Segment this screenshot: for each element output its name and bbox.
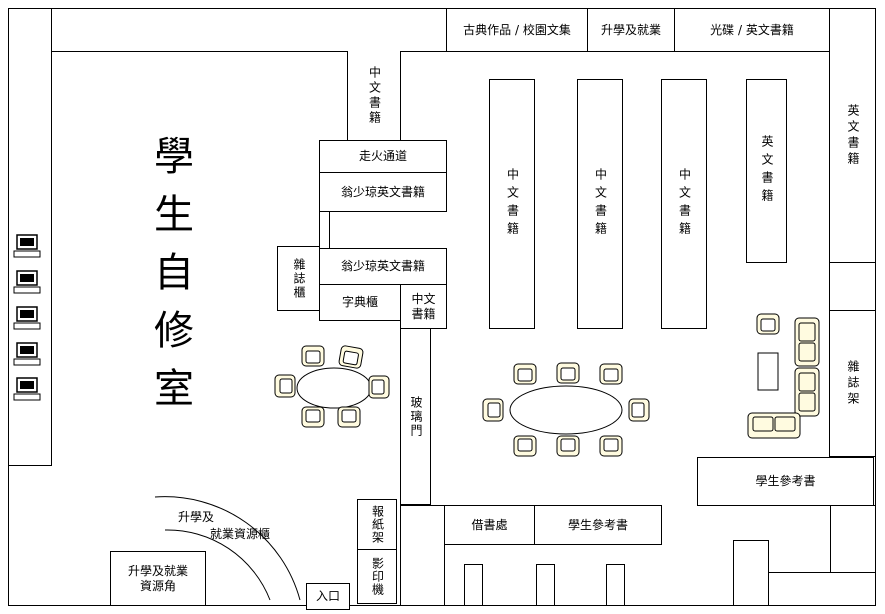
career-cabinet-line1: 升學及 — [178, 510, 215, 524]
cabinet-bottom-right — [830, 505, 876, 573]
chair-icon — [513, 435, 537, 457]
chair-icon — [756, 313, 780, 335]
shelf-weng-english-2: 翁少琼英文書籍 — [319, 248, 447, 285]
shelf-chinese-books-1: 中文書籍 — [489, 79, 535, 329]
photocopier-label: 影印機 — [370, 557, 385, 596]
loan-desk-label: 借書處 — [471, 517, 508, 532]
chair-icon — [301, 406, 325, 428]
shelf-chinese-books-2: 中文書籍 — [577, 79, 623, 329]
study-room-title: 學生自修室 — [152, 128, 196, 418]
post-2 — [536, 564, 555, 606]
entrance-label: 入口 — [315, 589, 340, 603]
shelf-english-books-right-label: 英文書籍 — [846, 103, 860, 168]
photocopier: 影印機 — [357, 549, 397, 604]
shelf-classics-label: 古典作品 / 校園文集 — [463, 22, 571, 37]
chair-icon — [274, 374, 296, 398]
chair-icon — [556, 362, 580, 384]
chair-icon — [513, 363, 537, 385]
newspaper-rack-label: 報紙架 — [370, 505, 385, 544]
career-cabinet-curve-outer — [154, 496, 301, 601]
reading-table-right — [509, 385, 623, 435]
shelf-chinese-books-top-label: 中文書籍 — [367, 65, 382, 126]
shelf-chinese-books-1-label: 中文書籍 — [505, 168, 520, 240]
shelf-english-books-right: 英文書籍 — [829, 8, 876, 263]
chair-icon — [337, 406, 361, 428]
shelf-weng-english-1: 翁少琼英文書籍 — [319, 172, 447, 212]
shelf-weng-english-1-label: 翁少琼英文書籍 — [340, 184, 425, 199]
study-room-title-char: 修 — [154, 308, 194, 354]
chair-icon — [599, 363, 623, 385]
shelf-student-reference-right-label: 學生參考書 — [755, 474, 816, 488]
chair-icon — [556, 435, 580, 457]
side-table — [757, 352, 779, 391]
shelf-student-reference-right: 學生參考書 — [697, 457, 874, 506]
glass-door-label: 玻璃門 — [409, 395, 423, 438]
sofa-icon — [747, 317, 820, 439]
counter-bottom-right — [768, 572, 876, 606]
career-corner-line2: 資源角 — [139, 578, 176, 593]
entrance: 入口 — [306, 583, 350, 610]
cabinet-bottom — [733, 540, 769, 606]
chair-icon — [628, 398, 650, 422]
glass-door: 玻璃門 — [400, 328, 431, 505]
shelf-chinese-books-small: 中文書籍 — [400, 284, 447, 329]
shelf-english-books-center: 英文書籍 — [746, 79, 787, 263]
shelf-chinese-books-3-label: 中文書籍 — [677, 168, 692, 240]
shelf-classics: 古典作品 / 校園文集 — [446, 8, 588, 52]
study-room-title-char: 自 — [154, 250, 194, 296]
chair-icon — [482, 398, 504, 422]
post-1 — [464, 564, 483, 606]
computers-group — [13, 234, 41, 401]
chair-icon — [301, 345, 325, 367]
study-table-left — [296, 367, 372, 409]
wall-study-top — [50, 51, 347, 52]
shelf-chinese-books-2-label: 中文書籍 — [593, 168, 608, 240]
chair-icon — [338, 345, 364, 369]
dictionary-cabinet-label: 字典櫃 — [341, 295, 378, 309]
chair-icon — [368, 375, 390, 399]
shelf-chinese-books-3: 中文書籍 — [661, 79, 707, 329]
magazine-cabinet: 雜誌櫃 — [277, 246, 320, 311]
computer-icon — [13, 342, 41, 366]
career-cabinet-line2: 就業資源櫃 — [210, 527, 271, 541]
dictionary-cabinet: 字典櫃 — [319, 284, 401, 321]
magazine-cabinet-label: 雜誌櫃 — [292, 257, 306, 300]
computer-icon — [13, 377, 41, 401]
chair-icon — [599, 435, 623, 457]
shelf-weng-english-2-label: 翁少琼英文書籍 — [340, 259, 425, 273]
study-room-title-char: 室 — [154, 366, 194, 412]
computer-icon — [13, 306, 41, 330]
shelf-study-career-label: 升學及就業 — [600, 22, 661, 37]
shelf-english-books-center-label: 英文書籍 — [760, 135, 774, 207]
shelf-cd-english: 光碟 / 英文書籍 — [674, 8, 830, 52]
career-cabinet-curve-inner — [164, 529, 271, 601]
shelf-magazine-rack: 雜誌架 — [829, 310, 876, 457]
career-corner-line1: 升學及就業 — [127, 563, 188, 578]
study-room-title-char: 學 — [154, 134, 194, 180]
shelf-magazine-rack-label: 雜誌架 — [846, 359, 860, 408]
computer-icon — [13, 270, 41, 294]
shelf-blank-right — [829, 262, 876, 311]
chairs-group — [274, 313, 780, 457]
fire-exit: 走火通道 — [319, 140, 447, 173]
shelf-student-reference-bottom: 學生參考書 — [534, 505, 662, 545]
computer-icon — [13, 234, 41, 258]
career-resource-corner: 升學及就業 資源角 — [110, 551, 206, 606]
post-3 — [606, 564, 625, 606]
counter-left — [400, 505, 445, 606]
study-room-title-char: 生 — [154, 192, 194, 238]
fire-exit-label: 走火通道 — [358, 149, 407, 163]
shelf-cd-english-label: 光碟 / 英文書籍 — [710, 22, 794, 37]
shelf-study-career: 升學及就業 — [587, 8, 675, 52]
shelf-chinese-books-small-label: 中文書籍 — [411, 291, 436, 321]
shelf-student-reference-bottom-label: 學生參考書 — [567, 517, 628, 532]
